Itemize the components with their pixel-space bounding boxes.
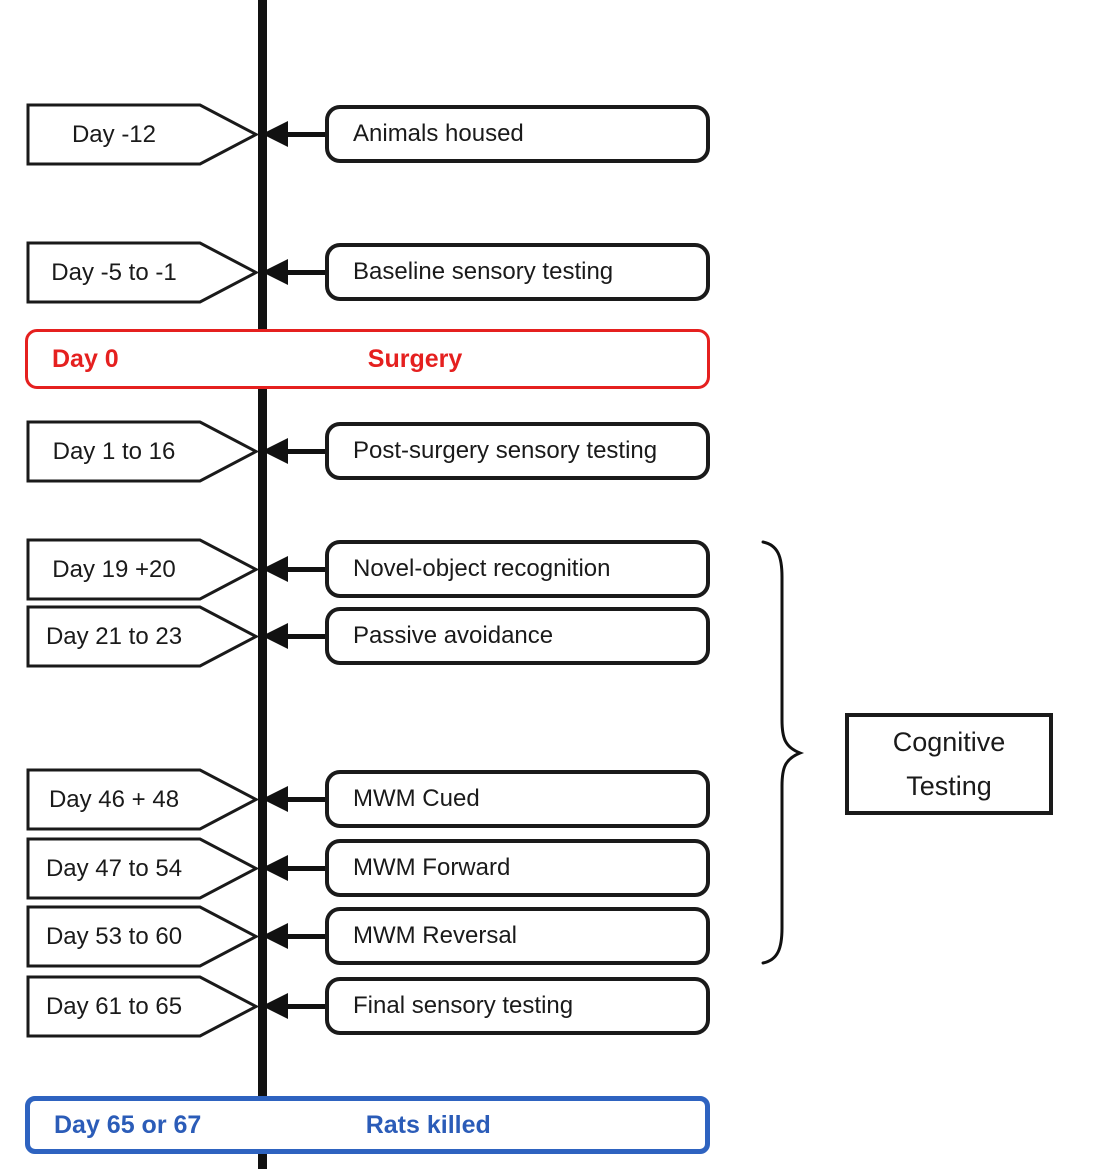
arrow-shaft (280, 797, 325, 802)
day-flag-shape (26, 975, 258, 1038)
event-box: Baseline sensory testing (325, 243, 710, 301)
left-arrowhead-icon (262, 923, 288, 949)
cognitive-group-brace (761, 540, 805, 965)
arrow-shaft (280, 449, 325, 454)
cognitive-testing-box: Cognitive Testing (845, 713, 1053, 815)
timeline-row: Day 21 to 23 Passive avoidance (0, 605, 1097, 668)
left-arrowhead-icon (262, 556, 288, 582)
day-label: Day 19 +20 (52, 556, 176, 583)
day-flag-shape (26, 605, 258, 668)
timeline-row: Day 1 to 16 Post-surgery sensory testing (0, 420, 1097, 483)
arrow-shaft (280, 934, 325, 939)
surgery-milestone-box: Day 0 Surgery (25, 329, 710, 389)
day-flag-shape (26, 538, 258, 601)
endpoint-milestone-box: Day 65 or 67 Rats killed (25, 1096, 710, 1154)
event-box: MWM Reversal (325, 907, 710, 965)
day-label: Day 21 to 23 (45, 623, 183, 650)
left-arrowhead-icon (262, 259, 288, 285)
day-flag-shape (26, 905, 258, 968)
left-arrowhead-icon (262, 786, 288, 812)
surgery-event-label: Surgery (367, 345, 463, 373)
arrow-shaft (280, 567, 325, 572)
day-flag-shape (26, 768, 258, 831)
surgery-day-label: Day 0 (52, 345, 119, 373)
event-box: Novel-object recognition (325, 540, 710, 598)
left-arrowhead-icon (262, 623, 288, 649)
day-flag-shape (26, 241, 258, 304)
day-label: Day -5 to -1 (51, 259, 177, 286)
timeline-axis (258, 0, 267, 1169)
endpoint-day-label: Day 65 or 67 (54, 1111, 202, 1139)
day-label: Day -12 (71, 121, 157, 148)
event-box: Post-surgery sensory testing (325, 422, 710, 480)
arrow-shaft (280, 132, 325, 137)
left-arrowhead-icon (262, 855, 288, 881)
cognitive-testing-line2: Testing (906, 770, 992, 801)
day-flag-shape (26, 837, 258, 900)
event-box: Animals housed (325, 105, 710, 163)
event-box: Passive avoidance (325, 607, 710, 665)
timeline-row: Day -5 to -1 Baseline sensory testing (0, 241, 1097, 304)
timeline-row: Day 53 to 60 MWM Reversal (0, 905, 1097, 968)
arrow-shaft (280, 270, 325, 275)
timeline-row: Day 46 + 48 MWM Cued (0, 768, 1097, 831)
event-box: Final sensory testing (325, 977, 710, 1035)
day-label: Day 61 to 65 (45, 993, 183, 1020)
day-label: Day 46 + 48 (48, 786, 180, 813)
arrow-shaft (280, 634, 325, 639)
left-arrowhead-icon (262, 438, 288, 464)
event-box: MWM Forward (325, 839, 710, 897)
timeline-row: Day 61 to 65 Final sensory testing (0, 975, 1097, 1038)
day-flag-shape (26, 103, 258, 166)
left-arrowhead-icon (262, 121, 288, 147)
endpoint-event-label: Rats killed (365, 1111, 491, 1139)
left-arrowhead-icon (262, 993, 288, 1019)
timeline-row: Day 47 to 54 MWM Forward (0, 837, 1097, 900)
timeline-row: Day 19 +20 Novel-object recognition (0, 538, 1097, 601)
timeline-row: Day -12 Animals housed (0, 103, 1097, 166)
day-label: Day 47 to 54 (45, 855, 183, 882)
day-label: Day 53 to 60 (45, 923, 183, 950)
day-label: Day 1 to 16 (52, 438, 176, 465)
arrow-shaft (280, 1004, 325, 1009)
event-box: MWM Cued (325, 770, 710, 828)
cognitive-testing-line1: Cognitive (892, 726, 1006, 757)
arrow-shaft (280, 866, 325, 871)
day-flag-shape (26, 420, 258, 483)
